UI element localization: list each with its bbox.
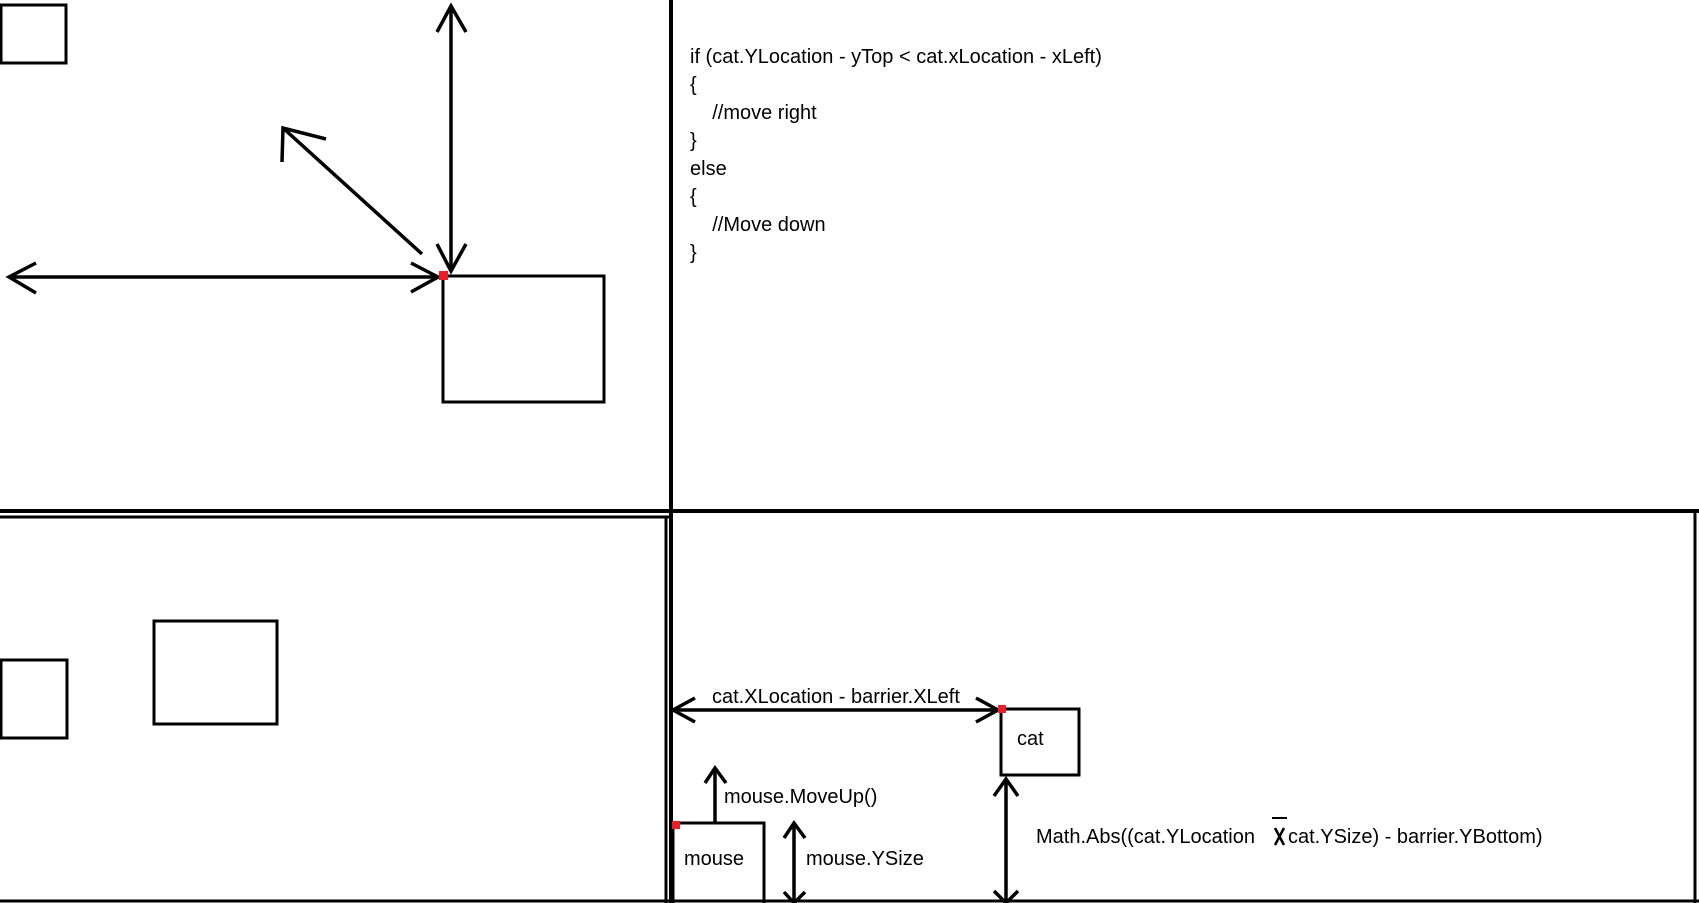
diagonal-arrow [281,126,424,256]
arrowhead-up [782,819,807,840]
arrowhead-up [992,775,1020,798]
cat-label: cat [1017,728,1044,750]
barrier-box-top [441,274,606,404]
mouse-label: mouse [684,848,744,870]
math-abs-suffix: cat.YSize) - barrier.YBottom) [1288,826,1543,848]
mouse-move-up-label: mouse.MoveUp() [724,786,877,808]
cat-corner-marker [998,705,1006,713]
cat-box [999,707,1081,777]
code-line: { [690,74,697,96]
code-line: } [690,130,697,152]
math-abs-prefix: Math.Abs((cat.YLocation [1036,826,1255,848]
arrowhead-up [435,2,468,33]
arrowhead-right [410,261,442,294]
code-line: if (cat.YLocation - yTop < cat.xLocation… [690,46,1102,68]
code-block: if (cat.YLocation - yTop < cat.xLocation… [690,46,1102,264]
mouse-box-bottom-left [0,658,69,740]
arrowhead-left [5,261,37,295]
code-line: { [690,186,697,208]
mouse-corner-marker [672,821,680,829]
arrowhead-up [703,764,728,785]
code-line: else [690,158,727,180]
code-line: //Move down [690,214,826,236]
arrowhead-down [992,889,1020,903]
math-abs-label: Math.Abs((cat.YLocation [1036,826,1255,848]
mouse-box-top-left [0,3,68,65]
code-line: } [690,242,697,264]
arrowhead-left [669,696,696,724]
cat-x-distance-label: cat.XLocation - barrier.XLeft [712,686,960,708]
arrowhead-diagonal [280,125,327,163]
code-line: //move right [690,102,817,124]
handwritten-plus-mark [1272,817,1287,846]
mouse-box [671,821,766,903]
arrowhead-down [782,890,807,903]
arrowhead-down [435,243,468,275]
corner-marker-top [439,271,448,280]
mouse-ysize-label: mouse.YSize [806,848,924,870]
barrier-box-bottom-left [152,619,279,726]
